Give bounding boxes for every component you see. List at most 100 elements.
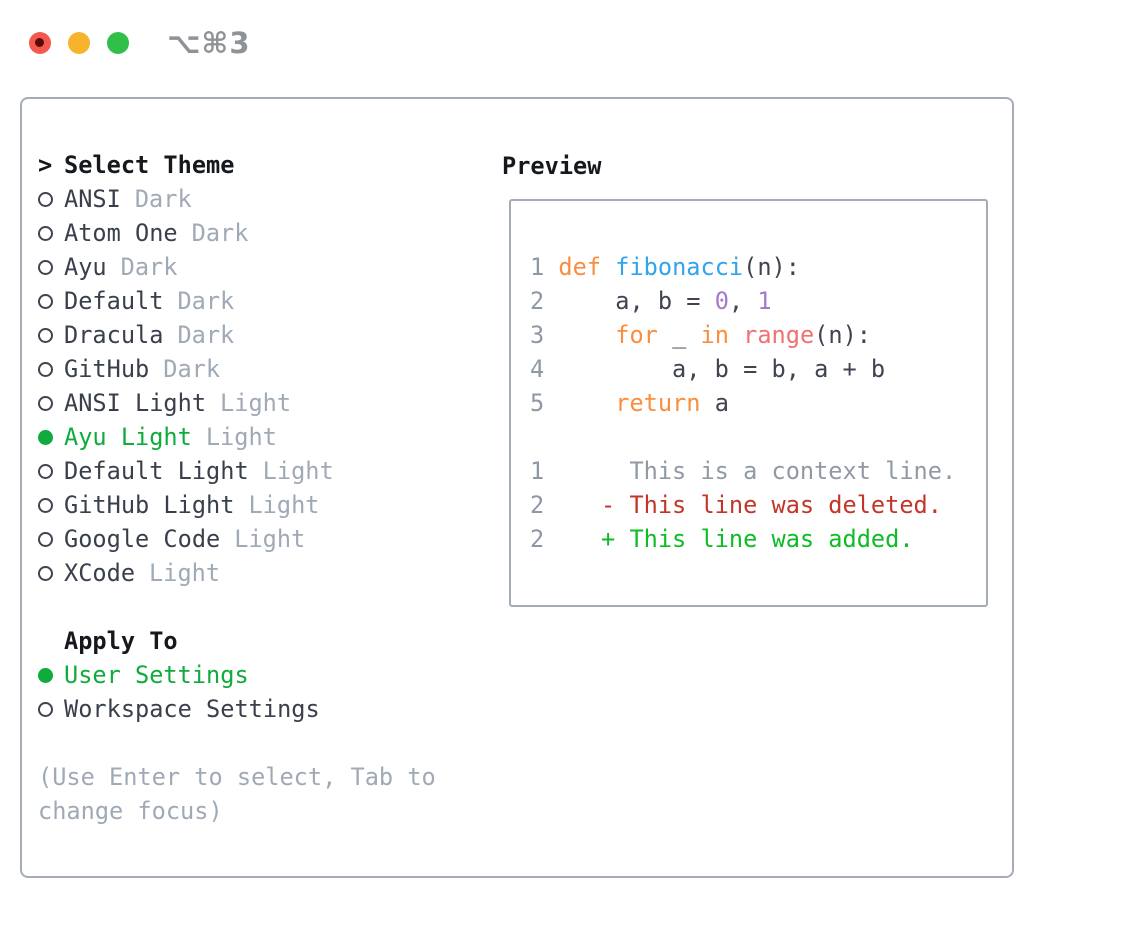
code-line: 1 This is a context line. <box>530 454 986 488</box>
apply-to-title: Apply To <box>64 627 178 655</box>
option-label: ANSI Light <box>64 389 207 417</box>
theme-option-default-light[interactable]: Default Light Light <box>38 454 478 488</box>
radio-icon <box>38 225 64 241</box>
variant-badge: Light <box>262 457 334 485</box>
line-number: 2 <box>530 287 559 315</box>
radio-selected-icon <box>38 429 64 445</box>
select-theme-header: > Select Theme <box>38 148 478 182</box>
option-label: GitHub <box>64 355 150 383</box>
code-line: 1 def fibonacci(n): <box>530 250 986 284</box>
variant-badge: Light <box>205 423 277 451</box>
radio-selected-icon <box>38 667 64 683</box>
window-titlebar: ⌥⌘3 <box>29 26 251 60</box>
apply-option-user-settings[interactable]: User Settings <box>38 658 478 692</box>
theme-option-google-code[interactable]: Google Code Light <box>38 522 478 556</box>
code-token-fn: fibonacci <box>615 253 744 281</box>
radio-icon <box>38 701 64 717</box>
preview-title: Preview <box>502 152 602 180</box>
theme-option-ayu-light[interactable]: Ayu Light Light <box>38 420 478 454</box>
variant-badge: Light <box>248 491 320 519</box>
variant-badge: Dark <box>134 185 192 213</box>
code-token-pl <box>729 321 743 349</box>
option-label: Google Code <box>64 525 221 553</box>
radio-icon <box>38 497 64 513</box>
theme-option-ansi[interactable]: ANSI Dark <box>38 182 478 216</box>
variant-badge: Light <box>149 559 221 587</box>
apply-to-header: Apply To <box>38 624 478 658</box>
line-number: 2 <box>530 491 559 519</box>
option-label: Ayu Light <box>64 423 192 451</box>
spacer <box>38 726 478 760</box>
code-line: 2 - This line was deleted. <box>530 488 986 522</box>
code-line: 3 for _ in range(n): <box>530 318 986 352</box>
option-label: XCode <box>64 559 136 587</box>
code-token-pl: (n): <box>743 253 800 281</box>
radio-icon <box>38 531 64 547</box>
option-label: Default <box>64 287 164 315</box>
theme-option-atom-one[interactable]: Atom One Dark <box>38 216 478 250</box>
code-line: 2 a, b = 0, 1 <box>530 284 986 318</box>
line-number: 1 <box>530 457 559 485</box>
radio-icon <box>38 463 64 479</box>
spacer <box>38 590 478 624</box>
line-number: 3 <box>530 321 559 349</box>
line-number: 1 <box>530 253 559 281</box>
zoom-button[interactable] <box>107 32 129 54</box>
code-token-pl: a <box>700 389 729 417</box>
window-shortcut-label: ⌥⌘3 <box>167 26 251 60</box>
code-token-kw: in <box>700 321 729 349</box>
code-token-kw: def <box>558 253 602 281</box>
apply-option-workspace-settings[interactable]: Workspace Settings <box>38 692 478 726</box>
theme-option-github[interactable]: GitHub Dark <box>38 352 478 386</box>
theme-option-default[interactable]: Default Dark <box>38 284 478 318</box>
line-number: 2 <box>530 525 559 553</box>
variant-badge: Dark <box>163 355 221 383</box>
code-token-kw: for <box>615 321 658 349</box>
option-label: ANSI <box>64 185 121 213</box>
variant-badge: Dark <box>177 321 235 349</box>
code-token-pl <box>601 253 615 281</box>
help-text: (Use Enter to select, Tab to change focu… <box>38 763 436 825</box>
option-label: Atom One <box>64 219 178 247</box>
option-label: User Settings <box>64 661 249 689</box>
radio-icon <box>38 361 64 377</box>
code-line: 5 return a <box>530 386 986 420</box>
close-button[interactable] <box>29 32 51 54</box>
theme-option-xcode[interactable]: XCode Light <box>38 556 478 590</box>
code-token-pl: _ <box>657 321 701 349</box>
code-token-pl <box>558 389 615 417</box>
line-number: 5 <box>530 389 559 417</box>
variant-badge: Dark <box>191 219 249 247</box>
code-token-add: + This line was added. <box>558 525 914 553</box>
variant-badge: Dark <box>177 287 235 315</box>
radio-icon <box>38 395 64 411</box>
option-label: Default Light <box>64 457 249 485</box>
option-label: GitHub Light <box>64 491 235 519</box>
code-line: 2 + This line was added. <box>530 522 986 556</box>
theme-option-github-light[interactable]: GitHub Light Light <box>38 488 478 522</box>
minimize-button[interactable] <box>68 32 90 54</box>
variant-badge: Light <box>234 525 306 553</box>
option-label: Workspace Settings <box>64 695 320 723</box>
radio-icon <box>38 293 64 309</box>
radio-icon <box>38 327 64 343</box>
code-token-call: range <box>743 321 815 349</box>
line-number: 4 <box>530 355 559 383</box>
code-token-del: - This line was deleted. <box>558 491 942 519</box>
prompt-icon: > <box>38 151 53 179</box>
radio-icon <box>38 191 64 207</box>
code-token-pl: , <box>728 287 758 315</box>
radio-icon <box>38 259 64 275</box>
code-line: 4 a, b = b, a + b <box>530 352 986 386</box>
select-theme-title: Select Theme <box>64 151 235 179</box>
code-token-pl: (n): <box>814 321 871 349</box>
